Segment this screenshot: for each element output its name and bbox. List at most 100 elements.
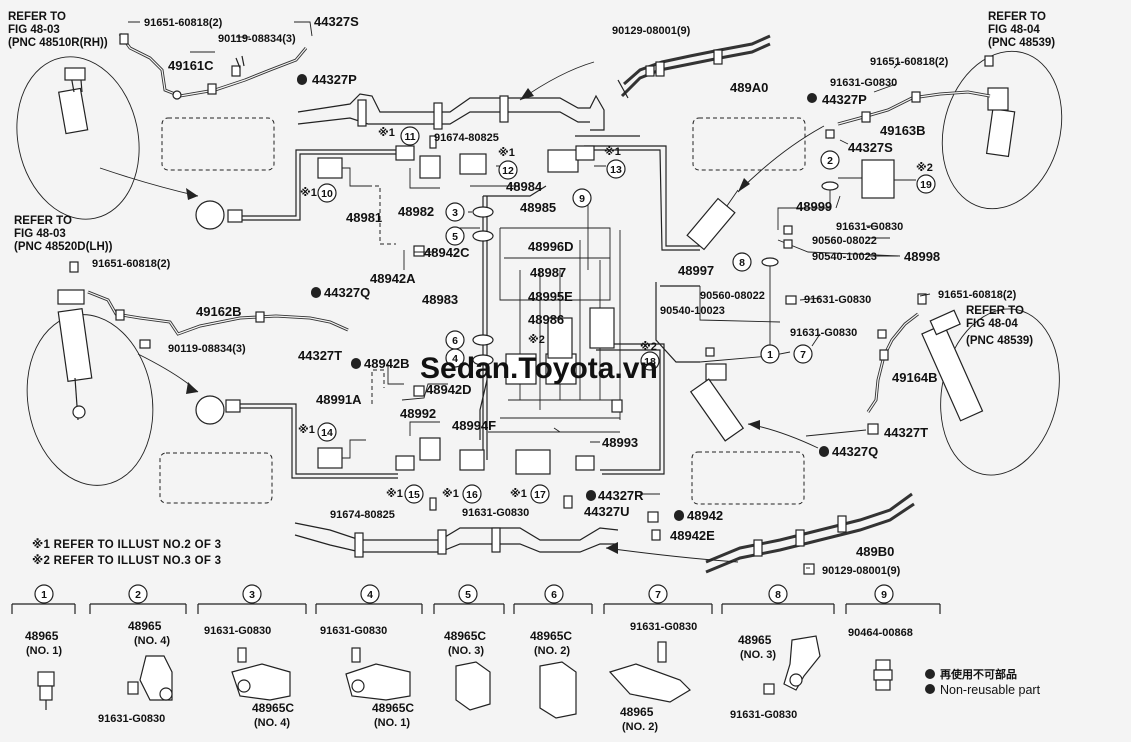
svg-text:※1: ※1 [604, 146, 621, 158]
callout-number-5: 5 [452, 231, 458, 243]
callout-number-17: 17 [534, 489, 546, 501]
bottom-callout-circle-8 [768, 584, 788, 604]
body-panels [159, 117, 806, 505]
pipe-49162B [87, 290, 349, 336]
svg-text:FIG 48-03: FIG 48-03 [8, 24, 60, 36]
label-90119-08834: 90119-08834(3) [218, 33, 296, 45]
label-91651-60818: 91651-60818(2) [144, 17, 223, 29]
label-48942A: 48942A [370, 271, 416, 286]
label-44327P: 44327P [822, 92, 867, 107]
svg-text:91631-G0830: 91631-G0830 [320, 625, 387, 637]
label-48942D: 48942D [426, 382, 472, 397]
label-90129-08001: 90129-08001(9) [612, 25, 691, 37]
svg-text:(PNC 48539): (PNC 48539) [988, 37, 1055, 49]
svg-text:FIG 48-04: FIG 48-04 [966, 318, 1018, 330]
bottom-callout-circle-2 [128, 584, 148, 604]
legend: 再使用不可部品 Non-reusable part [925, 667, 1041, 697]
svg-text:(NO. 1): (NO. 1) [26, 645, 62, 657]
callout-circle-13 [606, 159, 626, 179]
bottom-callout-number-2: 2 [135, 589, 141, 601]
label-48992: 48992 [400, 406, 436, 421]
callout-circle-14 [317, 422, 337, 442]
svg-text:※1: ※1 [298, 424, 315, 436]
label-91631-G0830: 91631-G0830 [804, 294, 871, 306]
label-44327Q: 44327Q [324, 285, 370, 300]
bottom-callout-circle-5 [458, 584, 478, 604]
callout-number-4: 4 [452, 353, 458, 365]
callout-circle-2 [820, 150, 840, 170]
pipe-489A0 [617, 34, 771, 99]
label-44327S: 44327S [848, 140, 893, 155]
bottom-item-2: 48965 (NO. 4) 91631-G0830 [98, 619, 173, 725]
bottom-callout-circle-9 [874, 584, 894, 604]
callout-number-3: 3 [452, 207, 458, 219]
nonreusable-dot [586, 490, 596, 500]
bottom-item-8: 48965 (NO. 3) 91631-G0830 [730, 633, 821, 721]
rear-crossmember [294, 522, 619, 558]
svg-text:※1: ※1 [378, 127, 395, 139]
svg-text:FIG 48-04: FIG 48-04 [988, 24, 1040, 36]
callout-number-13: 13 [610, 164, 622, 176]
label-48981: 48981 [346, 210, 382, 225]
svg-text:REFER TO: REFER TO [988, 11, 1046, 23]
svg-text:※2: ※2 [640, 341, 657, 353]
front-crossmember [297, 93, 605, 131]
svg-text:48965: 48965 [620, 705, 654, 719]
callout-number-10: 10 [321, 188, 333, 200]
svg-text:(PNC 48539): (PNC 48539) [966, 335, 1033, 347]
svg-text:(NO. 4): (NO. 4) [254, 717, 290, 729]
part-number-labels: 91651-60818(2) 44327S 90119-08834(3) 491… [92, 14, 1017, 577]
rear-left-wheel [921, 308, 1060, 476]
label-489A0: 489A0 [730, 80, 768, 95]
callout-number-9: 9 [579, 193, 585, 205]
callout-circle-10 [317, 183, 337, 203]
nonreusable-dot [297, 74, 307, 84]
callout-circle-15 [404, 484, 424, 504]
label-90540-10023: 90540-10023 [812, 251, 877, 263]
callout-number-2: 2 [827, 155, 833, 167]
pipe-489B0 [705, 492, 915, 574]
svg-text:再使用不可部品: 再使用不可部品 [940, 667, 1017, 681]
svg-text:90464-00868: 90464-00868 [848, 627, 913, 639]
label-49161C: 49161C [168, 58, 214, 73]
label-48983: 48983 [422, 292, 458, 307]
label-49164B: 49164B [892, 370, 938, 385]
label-48987: 48987 [530, 265, 566, 280]
label-48984: 48984 [506, 179, 543, 194]
svg-text:(NO. 1): (NO. 1) [374, 717, 410, 729]
bottom-item-1: 48965 (NO. 1) [25, 629, 62, 710]
ref-front-left: REFER TO FIG 48-03 (PNC 48520D(LH)) [14, 215, 113, 253]
label-44327Q: 44327Q [832, 444, 878, 459]
label-44327T: 44327T [884, 425, 928, 440]
callout-circle-5 [445, 226, 465, 246]
callout-circle-3 [445, 202, 465, 222]
label-48942B: 48942B [364, 356, 410, 371]
ref-rear-right: REFER TO FIG 48-04 (PNC 48539) [988, 11, 1055, 49]
bottom-callout-circle-6 [544, 584, 564, 604]
ref-front-right: REFER TO FIG 48-03 (PNC 48510R(RH)) [8, 11, 108, 49]
svg-text:91631-G0830: 91631-G0830 [630, 621, 697, 633]
nonreusable-dot [674, 510, 684, 520]
label-48993: 48993 [602, 435, 638, 450]
bottom-parts-row: 48965 (NO. 1) 48965 (NO. 4) 91631-G0830 … [11, 603, 1041, 733]
front-left-wheel [26, 289, 154, 486]
pipe-49163B [837, 90, 991, 126]
callout-number-14: 14 [321, 427, 333, 439]
svg-text:48965C: 48965C [252, 701, 294, 715]
label-48996D: 48996D [528, 239, 574, 254]
bottom-callout-circle-1 [34, 584, 54, 604]
callout-number-8: 8 [739, 257, 745, 269]
bottom-callout-number-9: 9 [881, 589, 887, 601]
nonreusable-dot [311, 287, 321, 297]
svg-text:91631-G0830: 91631-G0830 [730, 709, 797, 721]
svg-text:48965: 48965 [128, 619, 162, 633]
label-91674-80825: 91674-80825 [434, 132, 499, 144]
svg-text:(NO. 3): (NO. 3) [740, 649, 776, 661]
label-91674-80825: 91674-80825 [330, 509, 395, 521]
label-90119-08834: 90119-08834(3) [168, 343, 246, 355]
svg-text:48965C: 48965C [530, 629, 572, 643]
svg-text:(NO. 4): (NO. 4) [134, 635, 170, 647]
